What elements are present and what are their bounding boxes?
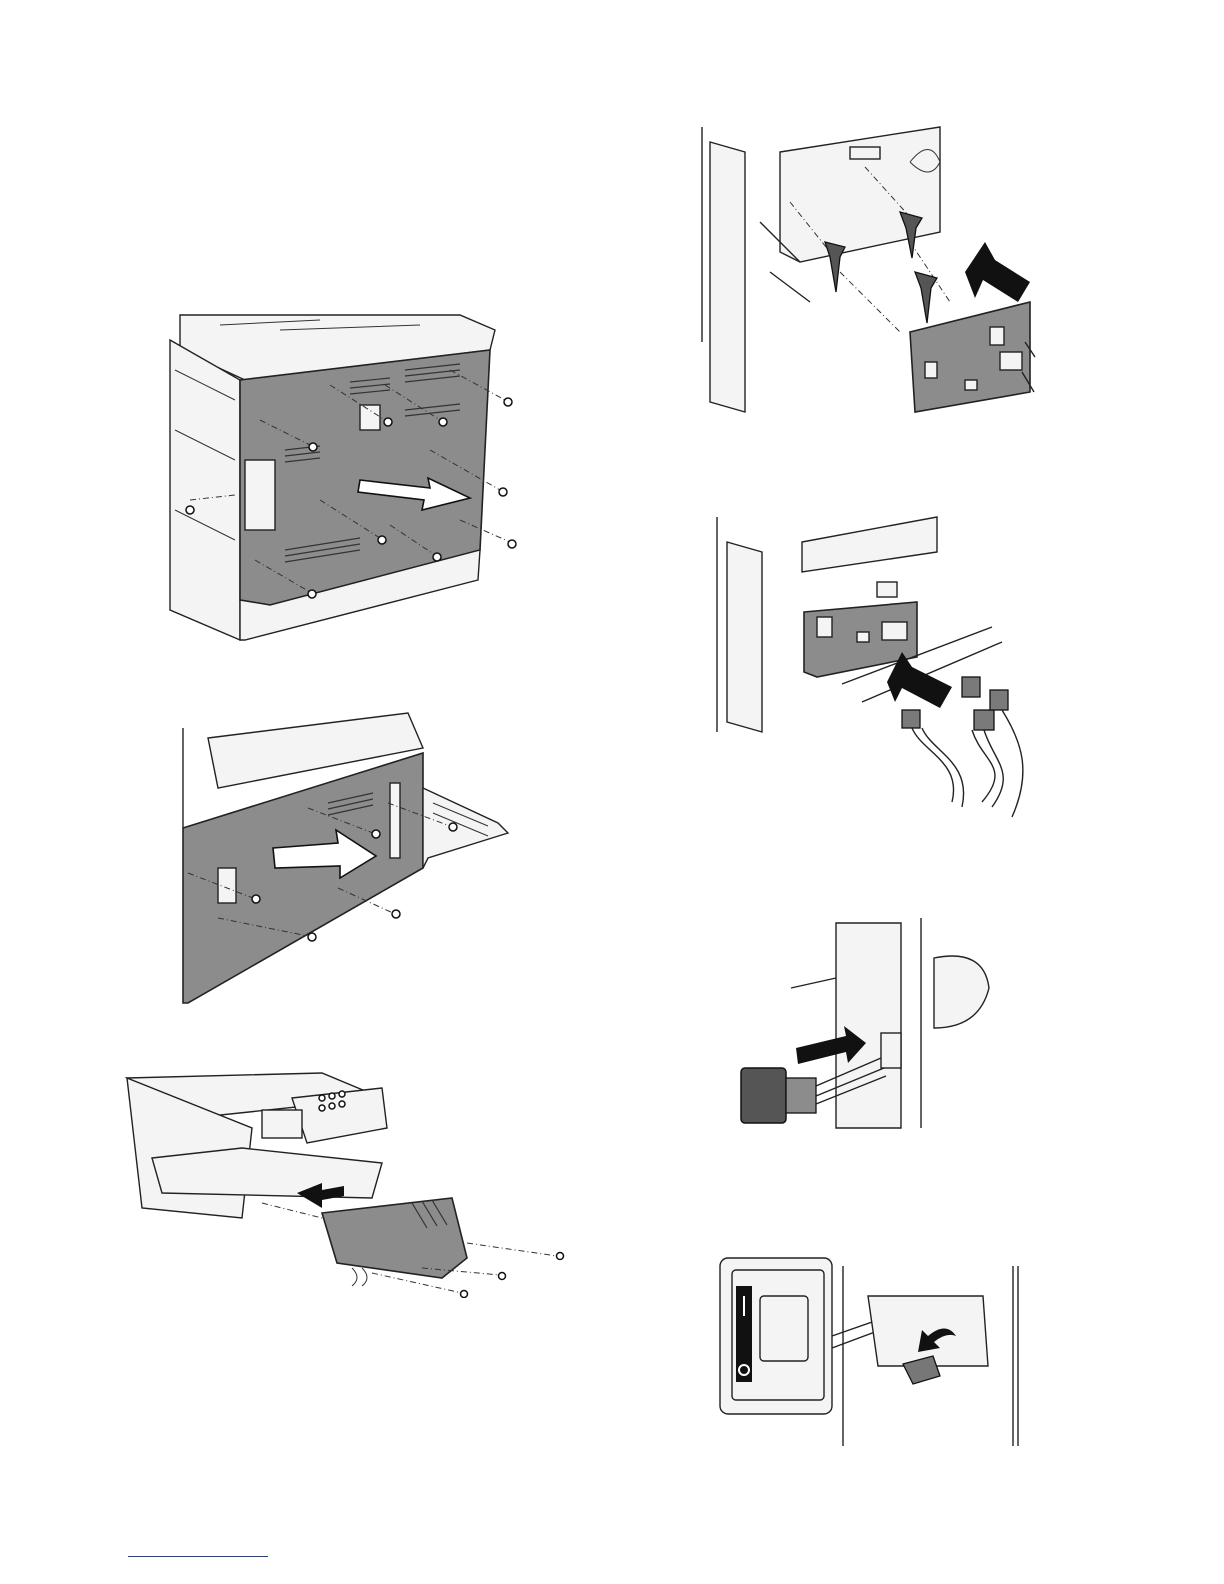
- rear-cover-removal-figure: [160, 310, 530, 650]
- connector-attach-figure: [712, 512, 1042, 822]
- switch-insert-icon: [736, 918, 1006, 1133]
- harness-connectors-icon: [712, 512, 1042, 822]
- switch-toggle-figure: [718, 1256, 1028, 1446]
- pwb-spacer-install-figure: [700, 122, 1040, 422]
- footer-link-rule: [128, 1556, 268, 1557]
- board-spacers-icon: [700, 122, 1040, 422]
- left-cover-removal-figure: [178, 708, 518, 1008]
- machine-rear-cover-icon: [160, 310, 530, 650]
- power-switch-insert-figure: [736, 918, 1006, 1133]
- exit-tray-removal-figure: [122, 1068, 572, 1298]
- exit-tray-screws-icon: [122, 1068, 572, 1298]
- power-switch-toggle-icon: [718, 1256, 1028, 1446]
- left-cover-screws-icon: [178, 708, 518, 1008]
